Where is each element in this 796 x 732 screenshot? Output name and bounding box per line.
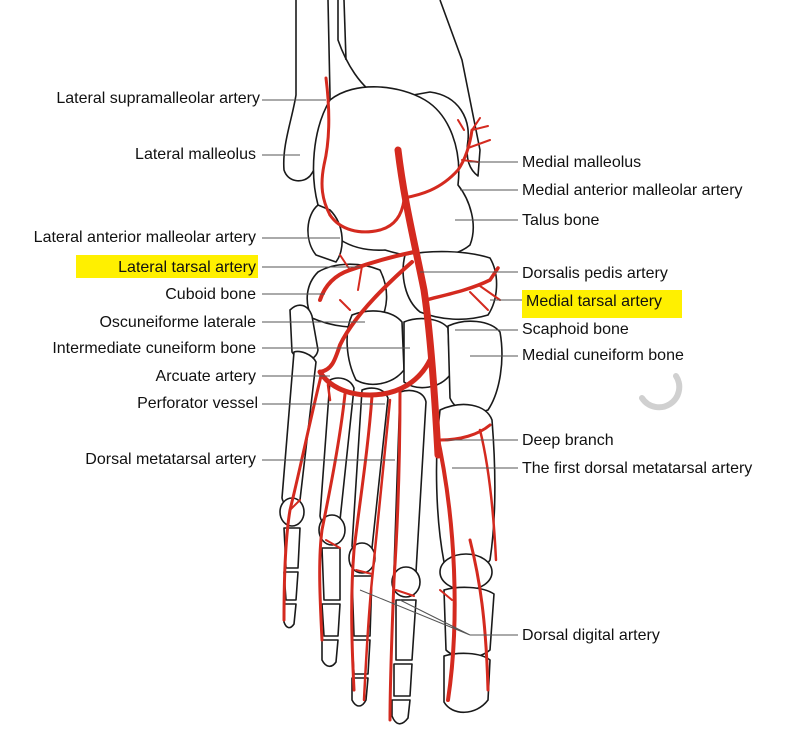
phalanx-2d — [391, 699, 411, 725]
label-medial-tarsal-artery: Medial tarsal artery — [526, 293, 662, 310]
metatarsal-5 — [281, 350, 317, 508]
label-medial-anterior-malleolar-artery: Medial anterior malleolar artery — [522, 182, 743, 199]
highlight-medial-tarsal — [522, 290, 682, 318]
medial-cuneiform-bone — [447, 320, 503, 414]
label-arcuate-artery: Arcuate artery — [156, 368, 256, 385]
tibia-inner-line — [343, 0, 347, 61]
tibia-bone — [337, 0, 481, 177]
deep-branch — [438, 423, 492, 442]
label-lateral-malleolus: Lateral malleolus — [135, 146, 256, 163]
label-scaphoid-bone: Scaphoid bone — [522, 321, 629, 338]
label-perforator-vessel: Perforator vessel — [137, 395, 258, 412]
lateral-anterior-malleolar-artery — [328, 198, 406, 234]
label-dorsalis-pedis-artery: Dorsalis pedis artery — [522, 265, 668, 282]
phalanx-5d — [283, 603, 297, 629]
label-lateral-tarsal-artery: Lateral tarsal artery — [118, 259, 256, 276]
phalanx-2c — [393, 663, 413, 697]
label-dorsal-metatarsal-artery: Dorsal metatarsal artery — [85, 451, 256, 468]
label-dorsal-digital-artery: Dorsal digital artery — [522, 627, 660, 644]
medial-tarsal-branches — [469, 285, 501, 311]
label-first-dorsal-metatarsal-artery: The first dorsal metatarsal artery — [522, 460, 752, 477]
label-cuboid-bone: Cuboid bone — [165, 286, 256, 303]
loading-spinner-icon — [639, 373, 683, 411]
phalanx-2a — [391, 566, 421, 598]
phalanx-4b — [321, 547, 341, 601]
phalanx-4c — [321, 603, 341, 637]
phalanx-4d — [321, 639, 339, 668]
medial-tarsal-artery — [424, 266, 500, 302]
phalanx-1a — [439, 553, 493, 591]
great-toe-artery-medial — [478, 428, 498, 562]
label-oscuneiforme-laterale: Oscuneiforme laterale — [99, 314, 256, 331]
leader-lines — [262, 99, 522, 636]
dorsal-metatarsal-artery-2 — [350, 394, 374, 692]
arcuate-upper-loop — [318, 260, 414, 374]
label-deep-branch: Deep branch — [522, 432, 614, 449]
label-talus-bone: Talus bone — [522, 212, 599, 229]
bones — [279, 0, 503, 725]
perforator-vessel — [326, 383, 332, 402]
phalanx-2b — [395, 599, 417, 661]
phalanx-1c — [443, 652, 491, 714]
highlight-lateral-tarsal — [76, 255, 258, 278]
arteries — [282, 76, 501, 722]
left-labels: Lateral supramalleolar artery Lateral ma… — [34, 90, 260, 468]
dorsal-metatarsal-artery-3 — [318, 392, 347, 642]
leader-dorsal-digital — [359, 589, 518, 636]
label-intermediate-cuneiform-bone: Intermediate cuneiform bone — [52, 340, 256, 357]
dorsal-metatarsal-artery-1b — [388, 388, 402, 722]
label-medial-cuneiform-bone: Medial cuneiform bone — [522, 347, 684, 364]
medial-anterior-malleolar-artery — [402, 128, 474, 200]
great-toe-artery — [468, 538, 490, 692]
lateral-supramalleolar-artery — [320, 76, 332, 217]
label-lateral-supramalleolar-artery: Lateral supramalleolar artery — [56, 90, 260, 107]
first-dorsal-metatarsal-artery — [434, 428, 457, 702]
dorsalis-pedis-artery — [394, 146, 442, 459]
label-lateral-anterior-malleolar-artery: Lateral anterior malleolar artery — [34, 229, 256, 246]
label-medial-malleolus: Medial malleolus — [522, 154, 641, 171]
phalanx-4a — [318, 514, 346, 546]
right-labels: Medial malleolus Medial anterior malleol… — [522, 154, 752, 644]
medial-malleolus-branches — [457, 117, 491, 163]
arcuate-artery — [317, 357, 433, 398]
digital-branches — [289, 499, 453, 601]
